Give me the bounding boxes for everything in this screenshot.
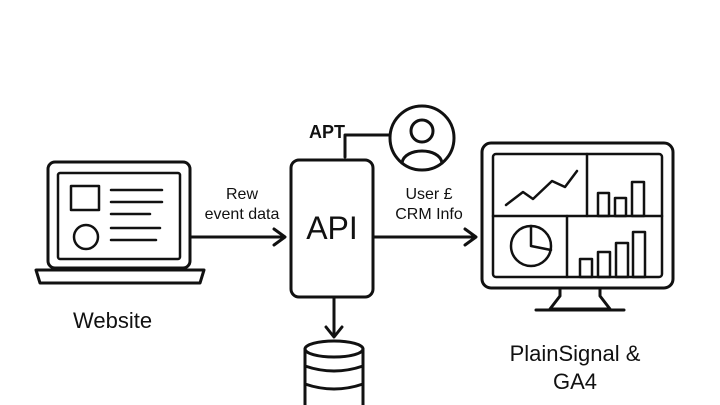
laptop-icon (34, 160, 206, 285)
dashboard-label: PlainSignal & GA4 (490, 340, 660, 396)
pie-chart-icon (509, 224, 553, 268)
api-top-label: APT (309, 122, 345, 142)
api-user-connector (343, 133, 392, 159)
edge-label-raw-event-data: Rew event data (196, 185, 288, 225)
bar-chart-lower-icon (578, 230, 647, 279)
api-box-label: API (306, 210, 358, 246)
arrow-api-to-dashboard (371, 227, 478, 247)
bar-chart-icon (596, 180, 646, 218)
arrow-api-to-database (324, 295, 344, 339)
monitor-icon (480, 141, 675, 312)
edge-label-line-2: CRM Info (395, 206, 463, 223)
database-icon (303, 339, 365, 405)
edge-label-line-2: event data (204, 206, 280, 223)
edge-label-line-1: Rew (225, 186, 258, 203)
user-icon (388, 104, 456, 172)
edge-label-line-1: User £ (405, 186, 453, 203)
line-chart-icon (504, 169, 579, 207)
dashboard-label-line-2: GA4 (552, 369, 598, 394)
website-label: Website (73, 308, 153, 333)
arrow-website-to-api (188, 227, 287, 247)
api-box (289, 158, 375, 299)
edge-label-user-crm-info: User £ CRM Info (383, 185, 475, 225)
dashboard-label-line-1: PlainSignal & (509, 341, 641, 366)
